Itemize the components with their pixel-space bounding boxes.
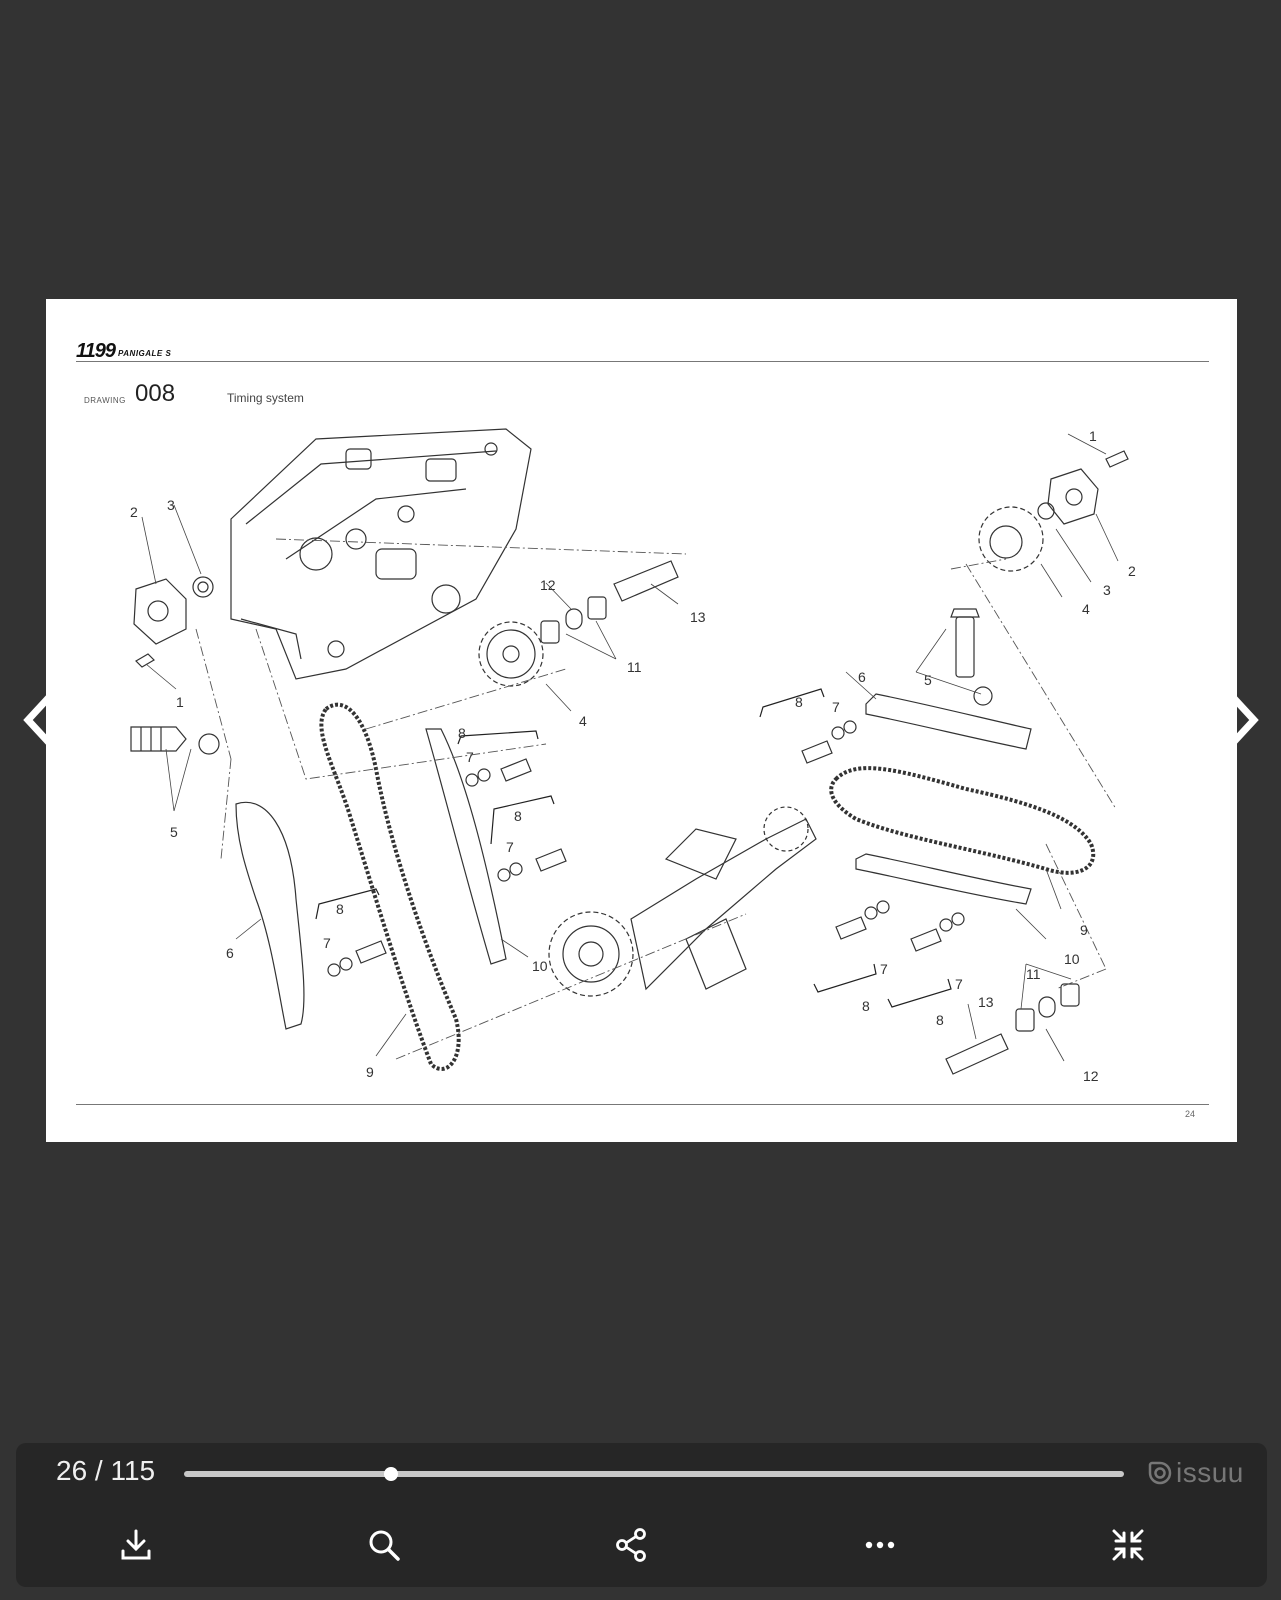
chain-guide-center (425, 728, 507, 965)
header-rule (76, 361, 1209, 362)
document-page: 1199 PANIGALE S DRAWING 008 Timing syste… (46, 299, 1237, 1142)
callout-8: 8 (336, 901, 344, 917)
chain-guide-left (235, 801, 305, 1030)
chevron-right-icon[interactable] (1220, 690, 1260, 750)
callout-8d: 8 (795, 694, 803, 710)
leader-lines (141, 433, 1119, 1062)
callout-11: 11 (627, 659, 642, 675)
collapse-icon (1112, 1529, 1144, 1561)
callout-7: 7 (323, 935, 331, 951)
bolt-washer-sets (327, 720, 965, 977)
callout-8c: 8 (514, 808, 522, 824)
download-icon (121, 1529, 151, 1560)
callout-2r: 2 (1128, 563, 1136, 579)
group-brackets (315, 688, 952, 1008)
callout-7e: 7 (880, 961, 888, 977)
callout-4: 4 (579, 713, 587, 729)
timing-system-diagram: 2 3 1 5 6 8 7 9 10 8 7 8 7 4 12 11 13 8 … (130, 428, 1136, 1084)
callout-7c: 7 (506, 839, 514, 855)
assembly-lines (195, 538, 1117, 1060)
callout-8b: 8 (458, 725, 466, 741)
callout-12r: 12 (1083, 1068, 1099, 1084)
chevron-left-icon[interactable] (22, 690, 62, 750)
callout-7f: 7 (955, 976, 963, 992)
bearing-set-left (540, 560, 679, 644)
callout-12: 12 (540, 577, 556, 593)
tensioner-cover-left (133, 576, 214, 668)
callout-6: 6 (226, 945, 234, 961)
brand-number: 1199 (76, 340, 116, 362)
chain-guide-right-upper (865, 693, 1032, 750)
exit-fullscreen-button[interactable] (1106, 1523, 1150, 1567)
callout-8f: 8 (936, 1012, 944, 1028)
cam-sprocket-left (478, 621, 544, 687)
search-button[interactable] (362, 1523, 406, 1567)
bearing-set-right (945, 983, 1080, 1075)
cylinder-head-part (230, 428, 532, 680)
callout-7d: 7 (832, 699, 840, 715)
search-icon (369, 1530, 400, 1561)
chain-guide-right-lower (855, 853, 1032, 905)
callout-4r: 4 (1082, 601, 1090, 617)
page-number: 24 (1184, 1109, 1195, 1119)
brand-model: PANIGALE S (118, 349, 172, 358)
callout-10r: 10 (1064, 951, 1080, 967)
tensioner-cover-right (1047, 450, 1129, 525)
drawing-number: 008 (135, 380, 176, 407)
callout-3: 3 (167, 497, 175, 513)
download-button[interactable] (114, 1523, 158, 1567)
issuu-logo: issuu (1148, 1459, 1244, 1487)
callout-5: 5 (170, 824, 178, 840)
issuu-logo-icon (1148, 1461, 1172, 1485)
callout-2: 2 (130, 504, 138, 520)
callout-1: 1 (176, 694, 184, 710)
callout-9: 9 (366, 1064, 374, 1080)
crankshaft-part (548, 806, 817, 997)
callout-10: 10 (532, 958, 548, 974)
share-icon (616, 1528, 646, 1562)
timing-chain-left (319, 702, 461, 1071)
callout-labels: 2 3 1 5 6 8 7 9 10 8 7 8 7 4 12 11 13 8 … (130, 428, 1136, 1084)
share-button[interactable] (610, 1523, 654, 1567)
footer-rule (76, 1104, 1209, 1105)
callout-7b: 7 (466, 749, 474, 765)
callout-5r: 5 (924, 672, 932, 688)
timing-chain-right (829, 766, 1096, 875)
callout-1r: 1 (1089, 428, 1097, 444)
page-slider[interactable] (184, 1467, 1124, 1481)
callout-3r: 3 (1103, 582, 1111, 598)
more-button[interactable] (858, 1523, 902, 1567)
issuu-logo-text: issuu (1176, 1457, 1244, 1488)
callout-9r: 9 (1080, 922, 1088, 938)
brand-logo: 1199 PANIGALE S (76, 340, 172, 362)
callout-11r: 11 (1026, 966, 1041, 982)
cam-sprocket-right (978, 502, 1055, 572)
callout-13r: 13 (978, 994, 994, 1010)
viewer-toolbar: 26 / 115 issuu (16, 1443, 1267, 1587)
more-icon (865, 1541, 895, 1549)
callout-6r: 6 (858, 669, 866, 685)
drawing-label: DRAWING (84, 396, 126, 405)
tensioner-right (950, 608, 993, 706)
page-indicator: 26 / 115 (56, 1455, 156, 1486)
callout-13: 13 (690, 609, 706, 625)
callout-8e: 8 (862, 998, 870, 1014)
drawing-title: Timing system (227, 391, 304, 405)
tensioner-left (130, 726, 220, 755)
slider-knob[interactable] (383, 1467, 398, 1481)
